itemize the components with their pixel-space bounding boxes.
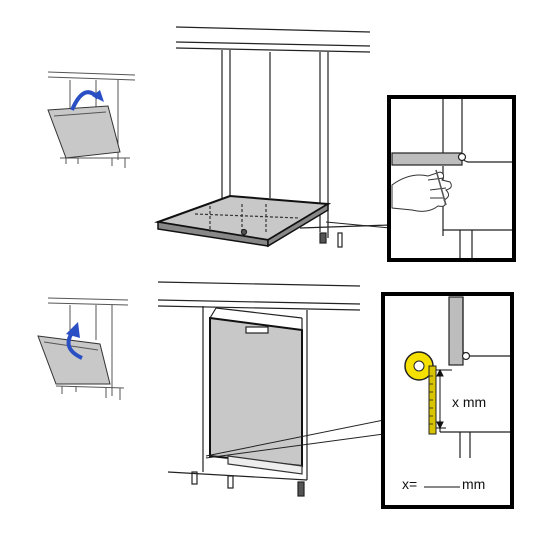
hand-illustration <box>391 169 452 212</box>
cabinet-top-view <box>154 26 391 248</box>
thumbnail-door-panel <box>47 105 121 159</box>
callout-leader-top <box>325 221 391 229</box>
curved-arrow-up-icon <box>66 322 83 360</box>
dimension-label: x mm <box>452 394 486 410</box>
thumbnail-door-lowering <box>47 71 136 168</box>
callout-box-bottom: x mm x= mm <box>381 292 514 509</box>
dimension-arrow <box>436 368 452 430</box>
formula-label: x= <box>402 476 417 492</box>
callout-leader-bottom-2 <box>205 433 385 459</box>
closed-door-panel <box>209 316 303 468</box>
curved-arrow-down-icon <box>70 90 104 111</box>
unit-label: mm <box>462 476 485 492</box>
tape-measure-icon <box>404 351 437 435</box>
cabinet-bottom-view <box>157 281 361 497</box>
callout-box-top <box>387 95 516 262</box>
thumbnail-door-raising <box>37 297 129 400</box>
thumbnail-door-panel-up <box>37 335 111 385</box>
callout-leader-bottom-1 <box>205 419 385 457</box>
